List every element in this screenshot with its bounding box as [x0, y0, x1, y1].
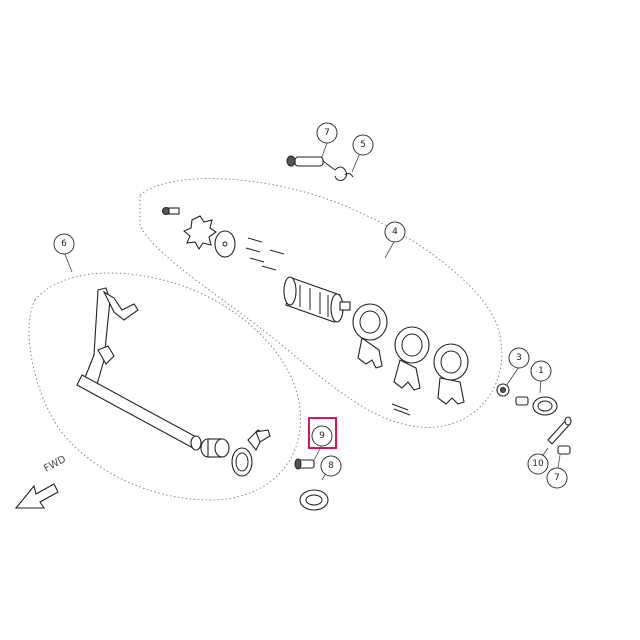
callout-7b-label: 7: [554, 473, 560, 483]
callout-9-label: 9: [319, 431, 325, 441]
callout-5-label: 5: [360, 140, 366, 150]
bolt-and-pin-right: [547, 416, 572, 455]
forward-direction-indicator: FWD: [14, 454, 68, 509]
callout-4[interactable]: 4: [384, 221, 406, 243]
group-outline-shift-shaft: [28, 272, 301, 501]
callout-8[interactable]: 8: [320, 455, 342, 477]
callout-6[interactable]: 6: [53, 233, 75, 255]
fwd-label: FWD: [42, 454, 68, 475]
washer-and-cap: [496, 383, 558, 416]
callout-10-label: 10: [532, 459, 544, 469]
group-outline-shift-drum: [139, 178, 503, 428]
callout-4-label: 4: [392, 227, 398, 237]
callout-7a-label: 7: [324, 128, 330, 138]
callout-8-label: 8: [328, 461, 334, 471]
fwd-arrow-icon: [14, 483, 59, 509]
callout-10[interactable]: 10: [527, 453, 549, 475]
callout-7b[interactable]: 7: [546, 467, 568, 489]
callout-7a[interactable]: 7: [316, 122, 338, 144]
bolt-and-bushing: [294, 458, 329, 511]
callout-1-label: 1: [538, 366, 544, 376]
callout-3-label: 3: [516, 353, 522, 363]
callout-3[interactable]: 3: [508, 347, 530, 369]
callout-9[interactable]: 9: [311, 425, 333, 447]
callout-5[interactable]: 5: [352, 134, 374, 156]
shift-shaft-assembly: [76, 287, 271, 477]
callout-6-label: 6: [61, 239, 67, 249]
callout-1[interactable]: 1: [530, 360, 552, 382]
pin-and-spring-top: [286, 155, 354, 181]
shift-drum-assembly: [162, 207, 469, 416]
highlight-box: [308, 417, 337, 449]
